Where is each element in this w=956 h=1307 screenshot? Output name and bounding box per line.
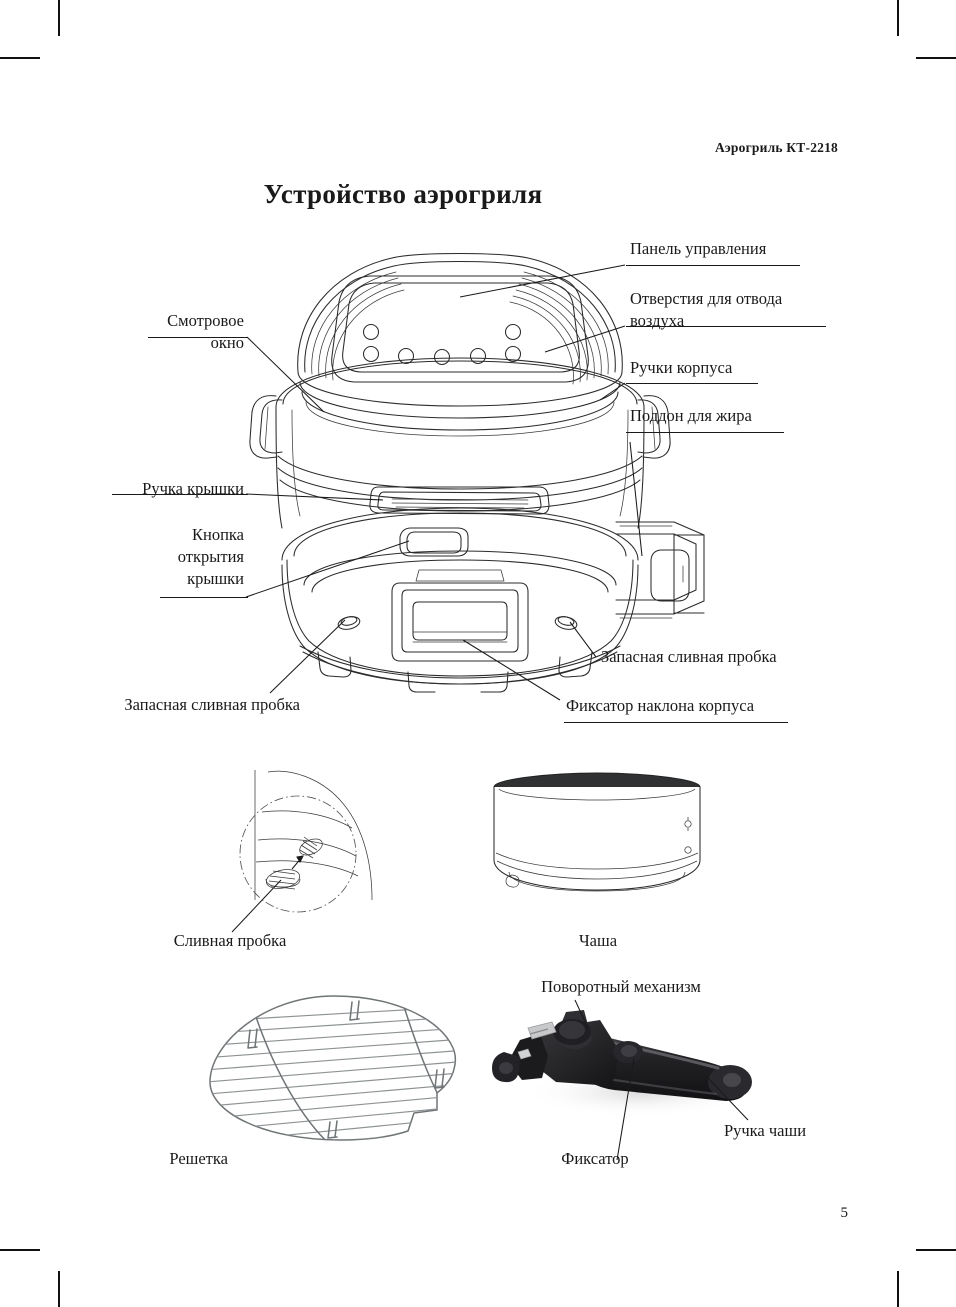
- callout-rule-grease-tray: [626, 432, 784, 433]
- running-head: Аэрогриль КТ-2218: [714, 140, 838, 155]
- callout-spare-drain-plug-right: Запасная сливная пробка: [601, 647, 777, 666]
- callout-rule-air-vents: [626, 326, 826, 327]
- callout-rule-lid-handle: [112, 494, 248, 495]
- part-label-bowl-handle: Ручка чаши: [723, 1121, 807, 1140]
- callout-lid-open-button: Кнопка открытия крышки: [177, 525, 244, 588]
- callout-rule-lid-open-button: [160, 597, 248, 598]
- callout-rule-viewing-window: [148, 337, 248, 338]
- part-label-bowl: Чаша: [578, 931, 618, 950]
- callout-rule-body-handles: [626, 383, 758, 384]
- callout-grease-tray: Поддон для жира: [630, 406, 752, 425]
- part-label-latch: Фиксатор: [561, 1149, 629, 1168]
- crop-mark-bottom-left: [58, 1271, 60, 1307]
- callout-tilt-lock: Фиксатор наклона корпуса: [566, 696, 755, 715]
- page-title: Устройство аэрогриля: [263, 179, 543, 209]
- part-label-rotary-mechanism: Поворотный механизм: [541, 977, 701, 996]
- crop-mark-right-top: [916, 57, 956, 59]
- callout-lid-handle: Ручка крышки: [142, 479, 244, 498]
- crop-mark-top-right: [897, 0, 899, 36]
- callout-body-handles: Ручки корпуса: [630, 358, 733, 377]
- callout-viewing-window: Смотровое окно: [167, 311, 244, 352]
- callout-spare-drain-plug-left: Запасная сливная пробка: [124, 695, 300, 714]
- crop-mark-bottom-right: [897, 1271, 899, 1307]
- crop-mark-right-bottom: [916, 1249, 956, 1251]
- part-label-drain-plug: Сливная пробка: [173, 931, 287, 950]
- callout-rule-tilt-lock: [564, 722, 788, 723]
- crop-mark-left-top: [0, 57, 40, 59]
- callout-air-vents: Отверстия для отвода воздуха: [630, 289, 783, 330]
- crop-mark-top-left: [58, 0, 60, 36]
- callout-control-panel: Панель управления: [630, 239, 767, 258]
- part-label-rack: Решетка: [169, 1149, 228, 1168]
- crop-mark-left-bottom: [0, 1249, 40, 1251]
- page-number: 5: [840, 1205, 849, 1221]
- callout-rule-control-panel: [626, 265, 800, 266]
